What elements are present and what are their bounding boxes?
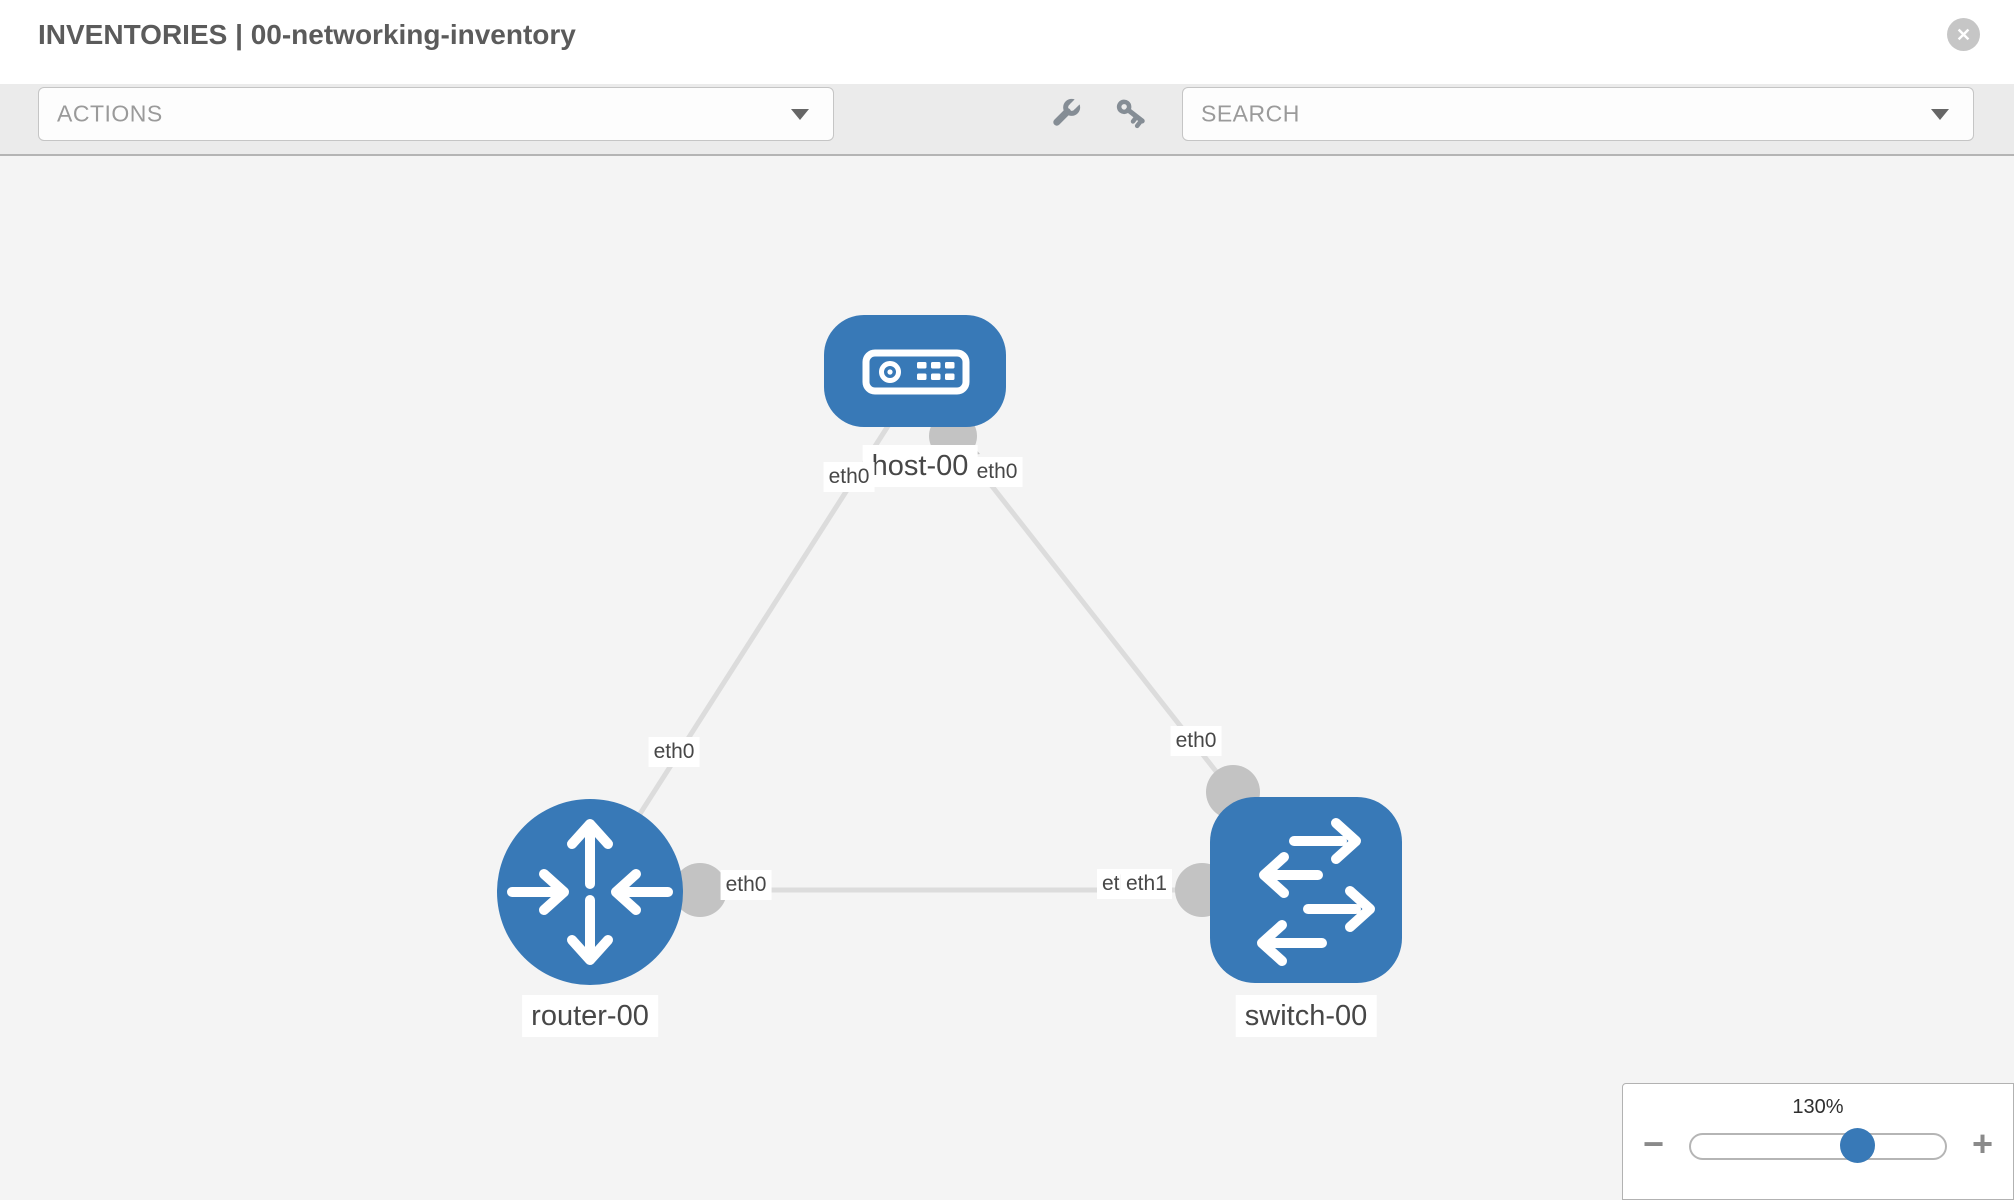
iface-label-switch-left: eth1 — [1121, 869, 1172, 900]
node-switch-00[interactable] — [1210, 797, 1402, 983]
chevron-down-icon — [1931, 109, 1949, 120]
zoom-slider-track[interactable] — [1689, 1133, 1947, 1160]
key-icon[interactable] — [1114, 95, 1150, 131]
node-router-00[interactable] — [497, 799, 683, 985]
switch-icon — [1257, 818, 1375, 966]
zoom-level-value: 130% — [1792, 1096, 1844, 1118]
zoom-in-button[interactable]: + — [1971, 1123, 1993, 1164]
router-interface-dot — [673, 863, 727, 917]
zoom-out-button[interactable]: − — [1643, 1123, 1665, 1164]
panel-header: INVENTORIES | 00-networking-inventory ✕ — [0, 0, 2014, 84]
link-host-router[interactable] — [587, 413, 898, 894]
close-icon: ✕ — [1955, 24, 1972, 45]
iface-label-switch-top: eth0 — [1170, 726, 1222, 757]
wrench-icon[interactable] — [1048, 95, 1084, 131]
iface-label-router-right: eth0 — [720, 870, 772, 901]
page-title: INVENTORIES | 00-networking-inventory — [38, 19, 576, 50]
interface-dots — [673, 412, 1260, 917]
router-icon — [507, 819, 673, 965]
search-dropdown[interactable]: SEARCH — [1182, 87, 1974, 141]
iface-label-host-right: eth0 — [971, 457, 1023, 488]
iface-label-host-left: eth0 — [823, 462, 875, 493]
zoom-control-panel: 130% − + — [1622, 1083, 2014, 1200]
close-button[interactable]: ✕ — [1947, 18, 1980, 51]
node-label-router: router-00 — [522, 995, 658, 1038]
node-label-host: host-00 — [862, 445, 978, 488]
search-dropdown-label: SEARCH — [1201, 100, 1300, 127]
chevron-down-icon — [791, 109, 809, 120]
iface-label-router-top: eth0 — [648, 737, 700, 768]
actions-dropdown-label: ACTIONS — [57, 100, 163, 127]
actions-dropdown[interactable]: ACTIONS — [38, 87, 834, 141]
host-icon — [862, 349, 970, 395]
node-label-switch: switch-00 — [1235, 995, 1377, 1038]
node-host-00[interactable] — [824, 315, 1006, 427]
zoom-slider-knob[interactable] — [1840, 1128, 1875, 1163]
toolbar: ACTIONS SEARCH — [0, 84, 2014, 156]
